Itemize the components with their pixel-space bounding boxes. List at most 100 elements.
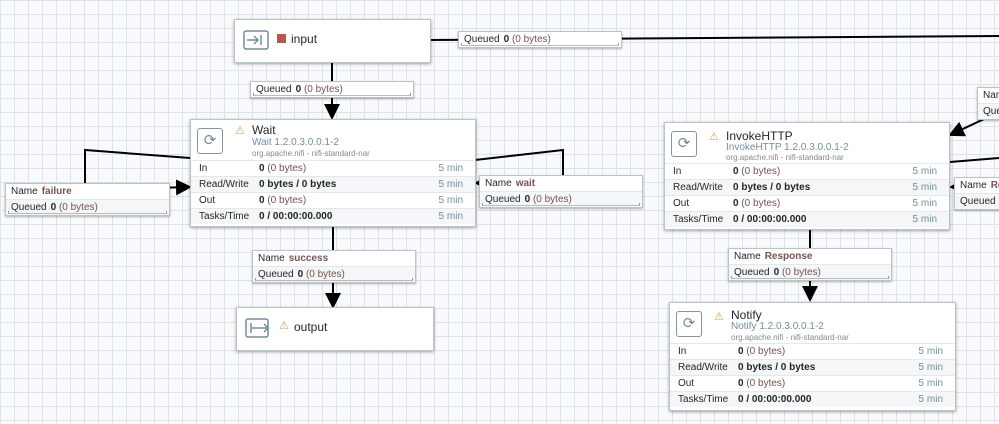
processor-icon: ⟳ [671,131,697,157]
name-label: Name [258,253,285,264]
stat-time: 5 min [918,362,943,373]
stat-row-in: In 0 (0 bytes) 5 min [665,163,949,179]
stat-label: Read/Write [678,362,728,373]
queued-value: 0 (0 bytes) [503,34,551,45]
queue-bar [482,203,640,206]
queued-label: Queued [256,84,292,95]
stat-value: 0 / 00:00:00.000 [733,214,807,225]
queued-label: Queued [464,34,500,45]
warning-icon: ⚠ [235,125,245,137]
processor-name: InvokeHTTP [726,129,793,143]
output-port-icon [245,318,270,338]
processor-bundle: org.apache.nifi - nifi-standard-nar [252,149,370,158]
stat-value: 0 bytes / 0 bytes [733,182,811,193]
stat-row-out: Out 0 (0 bytes) 5 min [665,195,949,211]
stopped-icon [277,34,286,43]
processor-stats: In 0 (0 bytes) 5 min Read/Write 0 bytes … [670,343,955,407]
processor-type: Notify 1.2.0.3.0.0.1-2 [731,321,824,332]
output-port[interactable]: ⚠ output [236,307,434,351]
input-port-name: input [291,32,318,46]
stat-value: 0 bytes / 0 bytes [738,362,816,373]
processor-icon: ⟳ [676,311,702,337]
processor-wait[interactable]: ⟳ ⚠ Wait Wait 1.2.0.3.0.0.1-2 org.apache… [190,119,476,227]
stat-label: In [678,346,687,357]
queued-value: 0 (0 bytes) [295,84,343,95]
queued-label: Que [983,106,999,117]
processor-header: ⟳ ⚠ Notify Notify 1.2.0.3.0.0.1-2 org.ap… [670,303,955,347]
processor-stats: In 0 (0 bytes) 5 min Read/Write 0 bytes … [665,163,949,227]
connection-label-right-top[interactable]: Nam Que [977,87,999,120]
stat-time: 5 min [912,214,937,225]
processor-header: ⟳ ⚠ InvokeHTTP InvokeHTTP 1.2.0.3.0.0.1-… [665,123,949,167]
queue-bar [731,276,889,279]
queued-value: 0 (0 bytes) [524,194,572,205]
name-label: Name [734,251,761,262]
stat-time: 5 min [918,394,943,405]
stat-row-tasks: Tasks/Time 0 / 00:00:00.000 5 min [670,391,955,407]
name-value: failure [41,186,72,197]
name-label: Name [960,180,987,191]
queued-label: Queued [485,194,521,205]
processor-icon: ⟳ [197,128,223,154]
name-row: Nam [978,88,999,103]
stat-time: 5 min [438,211,463,222]
stat-row-readwrite: Read/Write 0 bytes / 0 bytes 5 min [191,176,475,192]
processor-stats: In 0 (0 bytes) 5 min Read/Write 0 bytes … [191,160,475,224]
processor-type: Wait 1.2.0.3.0.0.1-2 [252,137,339,148]
stat-label: Out [673,198,690,209]
stat-value: 0 (0 bytes) [738,378,786,389]
stat-label: Out [199,195,216,206]
stat-row-readwrite: Read/Write 0 bytes / 0 bytes 5 min [665,179,949,195]
warning-icon: ⚠ [279,320,289,332]
queued-label: Queued [11,202,47,213]
queued-value: 0 (0 bytes) [773,267,821,278]
stat-row-out: Out 0 (0 bytes) 5 min [191,192,475,208]
stat-row-tasks: Tasks/Time 0 / 00:00:00.000 5 min [191,208,475,224]
processor-name: Wait [252,123,276,137]
output-port-name: output [294,320,328,334]
name-label: Name [11,186,38,197]
stat-time: 5 min [438,179,463,190]
queued-value: 0 (0 bytes) [297,269,345,280]
stat-label: Tasks/Time [678,394,729,405]
name-value: wait [515,178,536,189]
queue-bar [255,278,413,281]
stat-time: 5 min [912,166,937,177]
stat-value: 0 / 00:00:00.000 [738,394,812,405]
stat-time: 5 min [918,346,943,357]
processor-invokehttp[interactable]: ⟳ ⚠ InvokeHTTP InvokeHTTP 1.2.0.3.0.0.1-… [664,122,950,230]
stat-time: 5 min [912,182,937,193]
processor-bundle: org.apache.nifi - nifi-standard-nar [726,153,844,162]
processor-name: Notify [731,308,762,322]
stat-label: Out [678,378,695,389]
stat-label: Tasks/Time [673,214,724,225]
stat-time: 5 min [438,163,463,174]
stat-label: Read/Write [673,182,723,193]
queued-value: 0 (0 bytes) [50,202,98,213]
stat-value: 0 (0 bytes) [259,195,307,206]
name-label: Name [485,178,512,189]
name-value: success [288,253,329,264]
stat-time: 5 min [912,198,937,209]
stat-label: Read/Write [199,179,249,190]
stat-value: 0 (0 bytes) [733,166,781,177]
processor-notify[interactable]: ⟳ ⚠ Notify Notify 1.2.0.3.0.0.1-2 org.ap… [669,302,956,411]
stat-row-tasks: Tasks/Time 0 / 00:00:00.000 5 min [665,211,949,227]
warning-icon: ⚠ [709,131,719,143]
stat-row-readwrite: Read/Write 0 bytes / 0 bytes 5 min [670,359,955,375]
processor-type: InvokeHTTP 1.2.0.3.0.0.1-2 [726,142,849,153]
input-port[interactable]: input [234,19,431,63]
